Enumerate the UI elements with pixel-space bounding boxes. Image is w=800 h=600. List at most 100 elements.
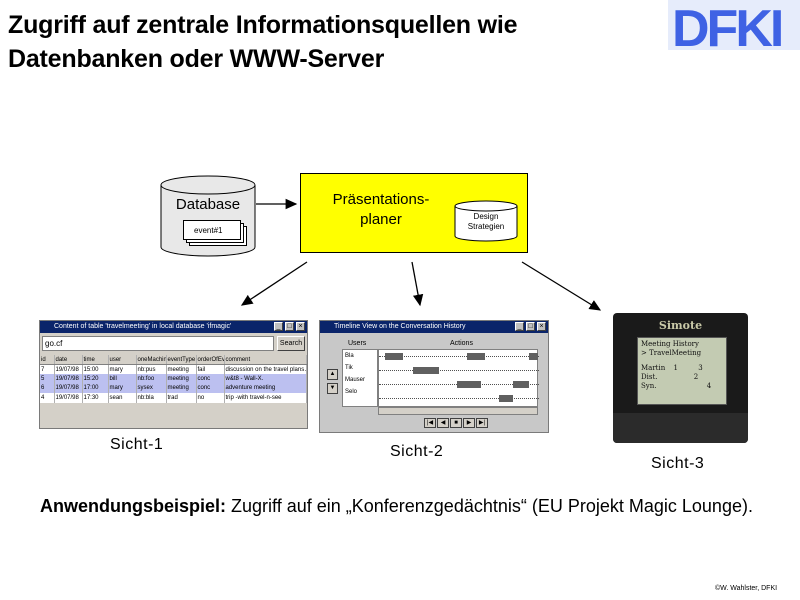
- table-cell: 5: [40, 374, 55, 384]
- strategy-label-line-2: Strategien: [467, 222, 505, 231]
- timeline-event-bar[interactable]: [513, 381, 529, 388]
- table-cell: trad: [166, 393, 197, 403]
- table-cell: meeting: [166, 374, 197, 384]
- column-header[interactable]: orderOfEv: [196, 355, 225, 365]
- timeline-scrollbar[interactable]: [378, 407, 538, 415]
- event-card-front: event#1: [183, 220, 241, 240]
- column-header[interactable]: oneMachine: [136, 355, 167, 365]
- actions-header: Actions: [450, 340, 473, 347]
- table-cell: bill: [108, 374, 137, 384]
- timeline-row: [379, 370, 539, 371]
- timeline-row: [379, 398, 539, 399]
- table-row[interactable]: 4 19/07/98 17:30 sean nb:bla trad no tri…: [40, 393, 307, 403]
- user-name[interactable]: Tik: [345, 365, 353, 371]
- close-button[interactable]: ×: [537, 322, 546, 331]
- table-row[interactable]: 5 19/07/98 15:20 bill nb:foo meeting con…: [40, 374, 307, 384]
- view1-search-row: go.cf Search: [42, 336, 305, 352]
- timeline-event-bar[interactable]: [457, 381, 481, 388]
- user-name[interactable]: Bla: [345, 353, 354, 359]
- user-name[interactable]: Selo: [345, 389, 358, 395]
- view1-titlebar: Content of table 'travelmeeting' in loca…: [40, 321, 307, 333]
- column-header[interactable]: time: [82, 355, 109, 365]
- table-cell: no: [196, 393, 225, 403]
- timeline-event-bar[interactable]: [467, 353, 485, 360]
- table-cell: 19/07/98: [54, 364, 83, 374]
- database-label: Database: [175, 196, 241, 213]
- table-cell: adventure meeting: [224, 383, 307, 393]
- table-cell: 15:20: [82, 374, 109, 384]
- example-lead: Anwendungsbeispiel:: [40, 496, 227, 516]
- play-back-icon[interactable]: ◀: [437, 418, 449, 428]
- timeline-area[interactable]: [378, 349, 539, 407]
- phone-screen-item[interactable]: > TravelMeeting: [641, 349, 702, 357]
- table-cell: 19/07/98: [54, 374, 83, 384]
- phone-keypad[interactable]: [613, 413, 748, 443]
- row-value: 2: [693, 373, 699, 381]
- maximize-button[interactable]: □: [526, 322, 535, 331]
- minimize-button[interactable]: _: [274, 322, 283, 331]
- table-row[interactable]: 7 19/07/98 15:00 mary nb:pus meeting fai…: [40, 364, 307, 374]
- phone-screen-row: Martin 1 3: [641, 364, 723, 373]
- table-cell: 19/07/98: [54, 383, 83, 393]
- users-header: Users: [348, 340, 367, 347]
- scroll-up-icon[interactable]: ▲: [327, 369, 338, 380]
- view3-caption: Sicht-3: [651, 455, 705, 472]
- phone-brand: Simote: [658, 319, 703, 332]
- row-label: Dist.: [641, 373, 658, 381]
- view3-mobile-phone: Simote Meeting History > TravelMeeting M…: [613, 313, 748, 443]
- play-icon[interactable]: ▶: [463, 418, 475, 428]
- timeline-event-bar[interactable]: [413, 367, 439, 374]
- skip-forward-icon[interactable]: ▶|: [476, 418, 488, 428]
- table-cell: discussion on the travel plans…: [224, 364, 307, 374]
- view2-timeline-window: Timeline View on the Conversation Histor…: [319, 320, 549, 433]
- stop-icon[interactable]: ■: [450, 418, 462, 428]
- table-cell: nb:pus: [136, 364, 167, 374]
- table-cell: mary: [108, 383, 137, 393]
- slide-title-line-2: Datenbanken oder WWW-Server: [8, 45, 385, 73]
- user-name[interactable]: Mauser: [345, 377, 366, 383]
- phone-screen: Meeting History > TravelMeeting Martin 1…: [637, 337, 727, 405]
- table-cell: 17:00: [82, 383, 109, 393]
- application-example: Anwendungsbeispiel: Zugriff auf ein „Kon…: [40, 493, 780, 519]
- arrow-planer-to-view3: [521, 261, 602, 311]
- view2-window-title: Timeline View on the Conversation Histor…: [334, 323, 466, 330]
- slide-title: Zugriff auf zentrale Informationsquellen…: [8, 8, 648, 76]
- table-cell: 4: [40, 393, 55, 403]
- timeline-event-bar[interactable]: [529, 353, 538, 360]
- view1-search-input[interactable]: go.cf: [42, 336, 274, 351]
- slide-title-line-1: Zugriff auf zentrale Informationsquellen…: [8, 11, 518, 39]
- column-header[interactable]: id: [40, 355, 55, 365]
- table-row[interactable]: 6 19/07/98 17:00 mary sysex meeting conc…: [40, 383, 307, 393]
- table-cell: nb:foo: [136, 374, 167, 384]
- table-cell: conc: [196, 374, 225, 384]
- column-header[interactable]: user: [108, 355, 137, 365]
- column-header[interactable]: eventType: [166, 355, 197, 365]
- scroll-down-icon[interactable]: ▼: [327, 383, 338, 394]
- table-cell: 6: [40, 383, 55, 393]
- column-header[interactable]: comment: [224, 355, 307, 365]
- row-label: Syn.: [641, 382, 657, 390]
- table-cell: meeting: [166, 383, 197, 393]
- table-cell: 19/07/98: [54, 393, 83, 403]
- view1-window-title: Content of table 'travelmeeting' in loca…: [54, 323, 232, 330]
- table-cell: meeting: [166, 364, 197, 374]
- column-header[interactable]: date: [54, 355, 83, 365]
- dfki-logo: DFKI: [668, 0, 800, 50]
- table-cell: conc: [196, 383, 225, 393]
- table-cell: 17:30: [82, 393, 109, 403]
- maximize-button[interactable]: □: [285, 322, 294, 331]
- design-strategien-cylinder: [454, 200, 518, 242]
- skip-back-icon[interactable]: |◀: [424, 418, 436, 428]
- view2-caption: Sicht-2: [390, 443, 444, 460]
- minimize-button[interactable]: _: [515, 322, 524, 331]
- view1-search-button[interactable]: Search: [277, 336, 305, 351]
- table-cell: nb:bla: [136, 393, 167, 403]
- table-header-row: id date time user oneMachine eventType o…: [40, 355, 307, 365]
- phone-screen-row: Syn. 4: [641, 382, 723, 391]
- close-button[interactable]: ×: [296, 322, 305, 331]
- table-cell: 15:00: [82, 364, 109, 374]
- row-label: Martin: [641, 364, 666, 372]
- copyright-notice: ©W. Wahlster, DFKI: [715, 585, 778, 592]
- timeline-event-bar[interactable]: [385, 353, 403, 360]
- timeline-event-bar[interactable]: [499, 395, 513, 402]
